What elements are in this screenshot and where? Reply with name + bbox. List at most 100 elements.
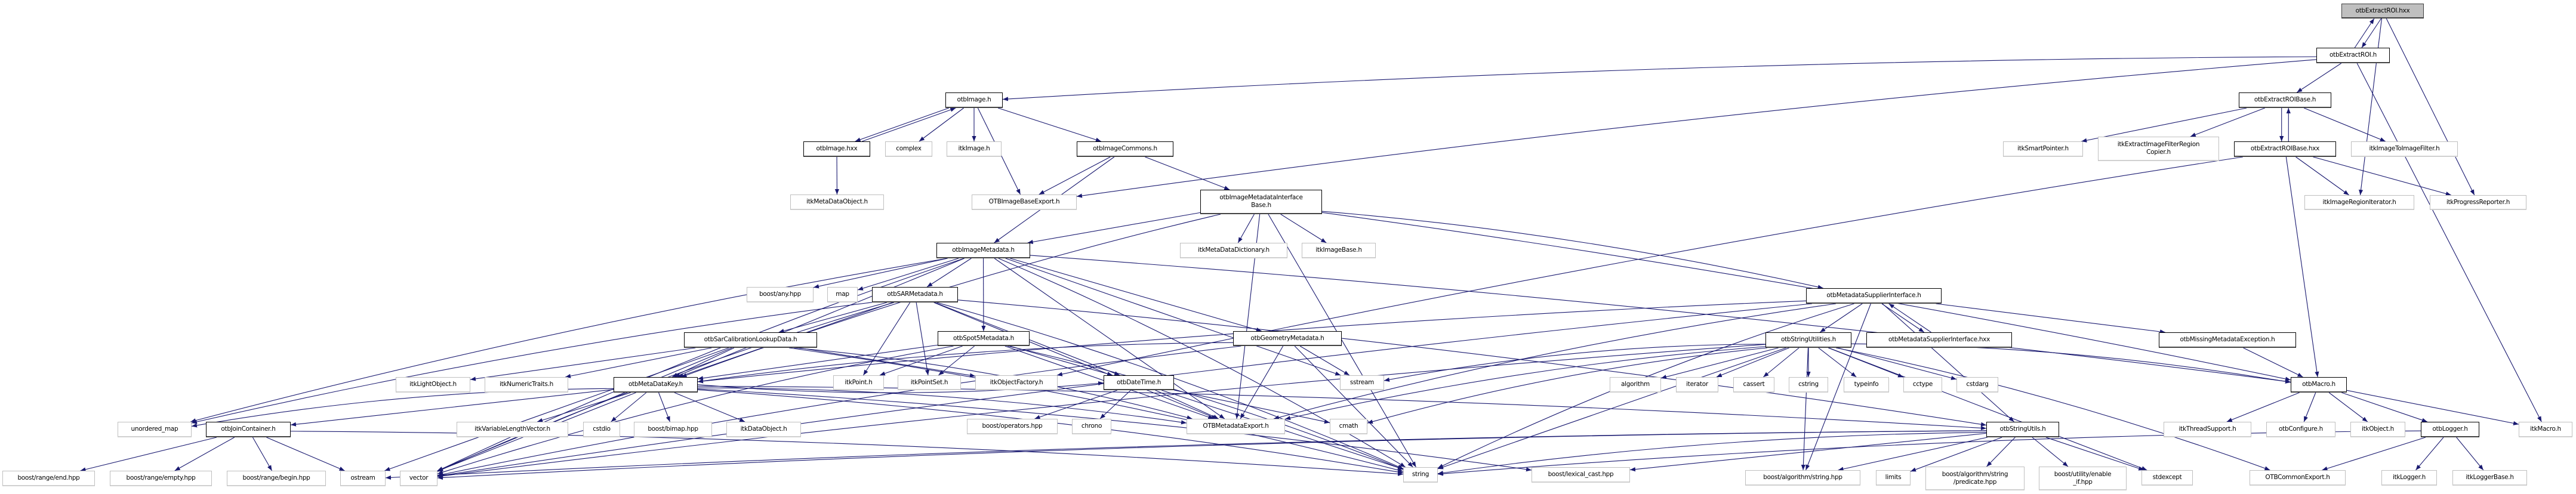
edge-imgcommons-to-imgbaseexport xyxy=(1039,156,1111,195)
node-otblogger[interactable]: otbLogger.h xyxy=(2421,422,2479,437)
edge-sarcal-to-objfactory xyxy=(799,347,976,378)
edge-strutilities-to-sstream xyxy=(1383,344,1766,382)
edge-imgmd-to-unordered_map xyxy=(190,258,948,423)
edge-datetime-to-chrono xyxy=(1099,390,1131,419)
edge-imgmd-to-mdexport xyxy=(994,258,1225,419)
node-geommd[interactable]: otbGeometryMetadata.h xyxy=(1233,331,1342,346)
edge-otbimage_h-to-complex xyxy=(919,107,964,142)
edge-extroi_h-to-extroi_hxx xyxy=(2354,18,2375,48)
node-itkimage: itkImage.h xyxy=(947,141,1002,157)
edge-strutils-to-ostream xyxy=(385,430,1987,480)
edge-geommd-to-mdkey xyxy=(697,342,1234,384)
node-otbmacro[interactable]: otbMacro.h xyxy=(2291,377,2347,393)
node-sarmd[interactable]: otbSARMetadata.h xyxy=(872,287,958,302)
node-strutilities[interactable]: otbStringUtilities.h xyxy=(1765,332,1851,348)
edge-imgmd-to-geommd xyxy=(1010,258,1262,332)
node-otbimage_hxx[interactable]: otbImage.hxx xyxy=(803,141,870,157)
edge-strutils-to-algostring xyxy=(1838,437,1988,471)
edge-sarcal-to-string xyxy=(788,347,1404,473)
node-missingmd[interactable]: otbMissingMetadataException.h xyxy=(2159,332,2296,348)
node-numtraits: itkNumericTraits.h xyxy=(485,377,568,393)
edge-strutilities-to-typeinfo xyxy=(1818,347,1857,378)
node-extroibase_hxx[interactable]: otbExtractROIBase.hxx xyxy=(2234,141,2336,157)
edge-geommd-to-mdexport xyxy=(1240,345,1284,419)
edge-geommd-to-sstream xyxy=(1299,345,1350,376)
node-vector: vector xyxy=(400,471,437,486)
edge-mdkey-to-bimap xyxy=(658,392,670,422)
node-dataobject: itkDataObject.h xyxy=(726,422,801,437)
node-objfactory: itkObjectFactory.h xyxy=(975,375,1058,390)
edge-extroi_hxx-to-progress xyxy=(2386,18,2475,196)
node-extroi_h[interactable]: otbExtractROI.h xyxy=(2316,48,2390,63)
node-lightobj: itkLightObject.h xyxy=(396,377,470,393)
edge-imimdib-to-mdexport xyxy=(1235,214,1261,419)
node-cmath: cmath xyxy=(1330,419,1367,434)
node-mdsupplier[interactable]: otbMetadataSupplierInterface.h xyxy=(1806,288,1942,304)
node-cstdio: cstdio xyxy=(583,422,620,437)
edge-spot5-to-string xyxy=(1007,345,1404,470)
node-spot5[interactable]: otbSpot5Metadata.h xyxy=(938,331,1030,346)
node-itklogger: itkLogger.h xyxy=(2381,470,2437,486)
node-otbconfigure: otbConfigure.h xyxy=(2266,422,2335,437)
edge-extroi_h-to-itkmacro xyxy=(2356,63,2542,422)
node-unordered_map: unordered_map xyxy=(118,422,192,437)
node-pointset: itkPointSet.h xyxy=(898,375,961,390)
edge-extroibase_hxx-to-regiter xyxy=(2295,156,2349,196)
node-enableif: boost/utility/enable _if.hpp xyxy=(2039,467,2127,490)
edge-mdsupplier-to-algostring xyxy=(1805,303,1871,471)
node-extroibase_h[interactable]: otbExtractROIBase.h xyxy=(2239,92,2331,108)
edge-otbimage_h-to-otbimage_hxx xyxy=(855,107,949,142)
edge-strutils-to-stdexcept xyxy=(2045,437,2144,471)
edge-mdsupplier-to-mdsupplier_hxx xyxy=(1881,303,1925,333)
edge-strutilities-to-iterator xyxy=(1716,347,1789,378)
node-mdkey[interactable]: otbMetaDataKey.h xyxy=(614,377,698,393)
node-regcopier: itkExtractImageFilterRegion Copier.h xyxy=(2098,137,2219,161)
edge-datetime-to-operators xyxy=(1034,390,1118,419)
node-joincontainer[interactable]: otbJoinContainer.h xyxy=(206,422,291,437)
node-mdsupplier_hxx[interactable]: otbMetadataSupplierInterface.hxx xyxy=(1866,332,2012,348)
edge-strutilities-to-cmath xyxy=(1367,347,1767,424)
edge-sarmd-to-itkpoint xyxy=(863,302,911,376)
node-lexicalcast: boost/lexical_cast.hpp xyxy=(1532,467,1630,483)
edge-mdkey-to-lexicalcast xyxy=(697,388,1532,472)
node-datetime[interactable]: otbDateTime.h xyxy=(1104,375,1174,390)
edge-sarmd-to-strutils xyxy=(957,300,1987,427)
node-itkmacro: itkMacro.h xyxy=(2519,422,2572,437)
node-cctype: cctype xyxy=(1903,377,1942,393)
edge-otbimage_h-to-imgcommons xyxy=(997,107,1102,142)
node-sarcal[interactable]: otbSarCalibrationLookupData.h xyxy=(684,332,817,348)
edge-joincontainer-to-ostream xyxy=(266,437,345,471)
node-strutils[interactable]: otbStringUtils.h xyxy=(1986,422,2059,437)
edge-joincontainer-to-rangebegin xyxy=(252,437,273,471)
node-imgmd[interactable]: otbImageMetadata.h xyxy=(936,243,1030,258)
node-imimdib[interactable]: otbImageMetadataInterface Base.h xyxy=(1200,190,1322,214)
edge-strutilities-to-cassert xyxy=(1763,347,1799,378)
edge-strutils-to-limits xyxy=(1910,437,2002,472)
edge-geommd-to-string xyxy=(1294,345,1413,468)
edge-otbmacro-to-otbconfigure xyxy=(2303,392,2316,422)
node-boostany: boost/any.hpp xyxy=(747,287,814,302)
node-rangeempty: boost/range/empty.hpp xyxy=(110,471,212,486)
node-itkloggerbase: itkLoggerBase.h xyxy=(2452,470,2527,486)
edge-sarcal-to-lightobj xyxy=(470,347,696,381)
edge-imgmd-to-otbmacro xyxy=(1030,255,2291,384)
node-algostring: boost/algorithm/string.hpp xyxy=(1745,470,1860,486)
node-regiter: itkImageRegionIterator.h xyxy=(2304,195,2414,210)
node-bimap: boost/bimap.hpp xyxy=(634,422,712,437)
node-imgcommons[interactable]: otbImageCommons.h xyxy=(1077,141,1173,157)
edge-sarmd-to-mdexport xyxy=(933,302,1218,419)
edge-imimdib-to-mdsupplier xyxy=(1321,211,1823,289)
edge-strutilities-to-algorithm xyxy=(1660,347,1779,379)
edge-strutilities-to-stdexcept xyxy=(1828,347,2147,471)
edge-imimdib-to-string xyxy=(1268,214,1416,468)
edge-otblogger-to-itklogger xyxy=(2415,437,2444,471)
edge-imimdib-to-otbmacro xyxy=(1321,212,2291,381)
node-imagebase: itkImageBase.h xyxy=(1302,243,1376,258)
edge-imgmd-to-boostany xyxy=(813,258,948,289)
node-otbimage_h[interactable]: otbImage.h xyxy=(945,92,1003,108)
edge-imgmd-to-string xyxy=(998,258,1406,468)
node-extroi_hxx[interactable]: otbExtractROI.hxx xyxy=(2341,4,2424,18)
edge-otbmacro-to-itkmacro xyxy=(2346,390,2519,425)
